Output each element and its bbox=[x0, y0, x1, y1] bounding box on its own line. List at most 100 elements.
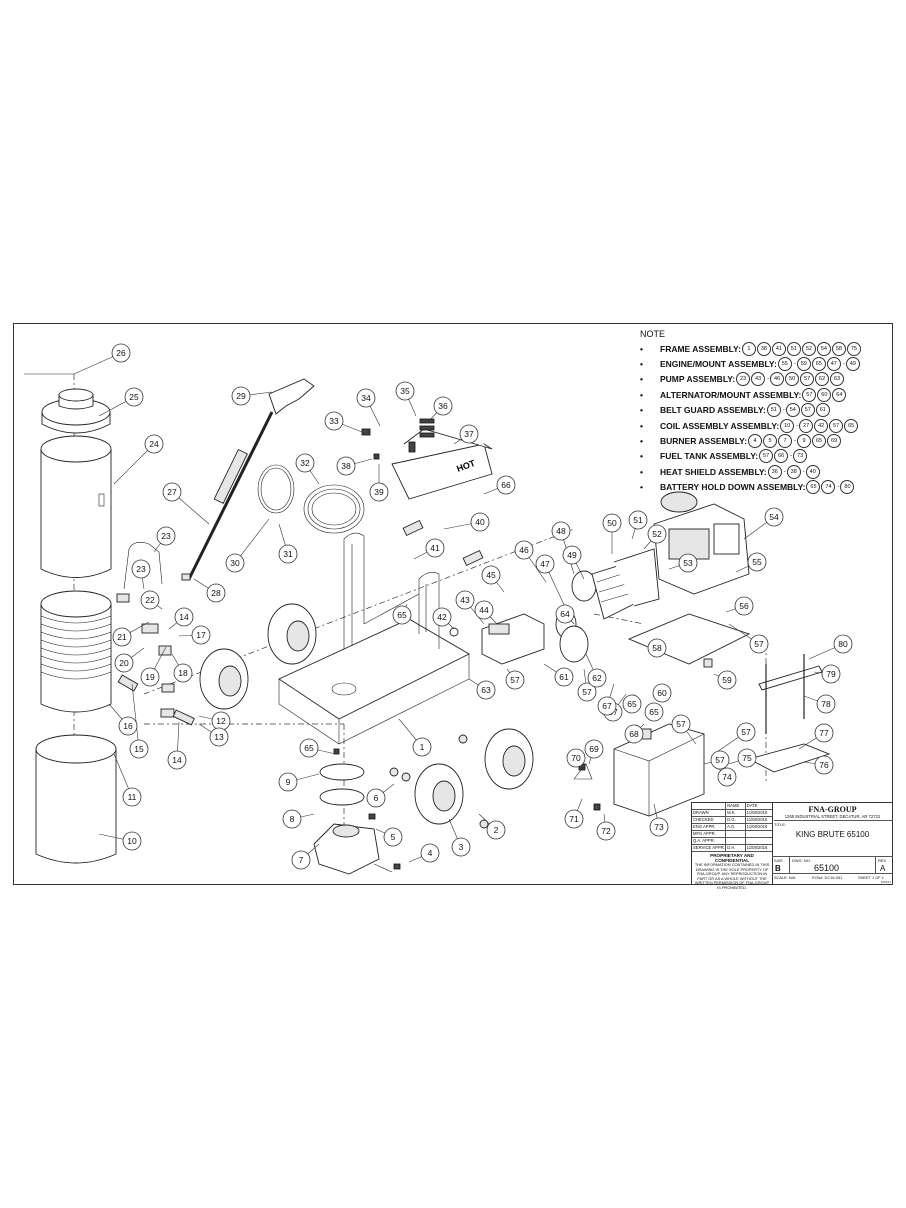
callout-balloons: 1234567891011121314141516171819202122232… bbox=[111, 343, 853, 870]
callout-number: 24 bbox=[149, 439, 159, 449]
callout-circle bbox=[814, 723, 834, 743]
burner-assembly bbox=[313, 763, 393, 875]
callout-circle bbox=[124, 387, 144, 407]
callout-circle bbox=[336, 456, 356, 476]
callout-circle bbox=[174, 607, 194, 627]
callout-number: 44 bbox=[479, 605, 489, 615]
callout-circle bbox=[278, 544, 298, 564]
callout-balloon: 16 bbox=[118, 716, 138, 736]
callout-balloon: 20 bbox=[114, 653, 134, 673]
callout-circle bbox=[206, 583, 226, 603]
callout-balloon: 5 bbox=[383, 827, 403, 847]
scale: SCALE: N/A bbox=[774, 875, 796, 880]
callout-balloon: 53 bbox=[678, 553, 698, 573]
proprietary-title: PROPRIETARY AND CONFIDENTIAL bbox=[710, 853, 754, 863]
callout-circle bbox=[225, 553, 245, 573]
callout-balloon: 77 bbox=[814, 723, 834, 743]
callout-balloon: 6 bbox=[366, 788, 386, 808]
bullet: • bbox=[640, 405, 643, 416]
assembly-name: ALTERNATOR/MOUNT ASSEMBLY: bbox=[660, 389, 802, 400]
part-number-bubble: 10 bbox=[780, 418, 795, 433]
callout-circle bbox=[596, 821, 616, 841]
callout-balloon: 30 bbox=[225, 553, 245, 573]
print-date: 6/24/17 bbox=[880, 880, 891, 884]
bullet: • bbox=[640, 374, 643, 385]
part-number-bubble: 63 bbox=[830, 372, 845, 387]
callout-number: 37 bbox=[464, 429, 474, 439]
callout-leader bbox=[131, 683, 140, 750]
callout-circle bbox=[112, 627, 132, 647]
note-title: NOTE bbox=[640, 329, 666, 339]
callout-balloon: 56 bbox=[734, 596, 754, 616]
callout-balloon: 60 bbox=[652, 683, 672, 703]
callout-number: 57 bbox=[715, 755, 725, 765]
callout-number: 74 bbox=[722, 772, 732, 782]
callout-circle bbox=[451, 837, 471, 857]
part-number-bubble: 57 bbox=[829, 418, 844, 433]
part-number-bubble: 1 bbox=[741, 341, 756, 356]
callout-number: 51 bbox=[633, 515, 643, 525]
callout-balloon: 67 bbox=[597, 696, 617, 716]
fuel-tank bbox=[613, 723, 705, 817]
callout-balloon: 1 bbox=[412, 737, 432, 757]
callout-balloon: 34 bbox=[356, 388, 376, 408]
bullet: • bbox=[640, 389, 643, 400]
callout-balloon: 25 bbox=[124, 387, 144, 407]
callout-balloon: 11 bbox=[122, 787, 142, 807]
part-number-bubble: 27 bbox=[799, 418, 814, 433]
sheet-number: SHEET 1 OF 1 bbox=[858, 875, 884, 880]
callout-leader bbox=[113, 443, 155, 485]
callout-circle bbox=[551, 521, 571, 541]
callout-circle bbox=[122, 787, 142, 807]
callout-number: 71 bbox=[569, 814, 579, 824]
approval-name: D.G. bbox=[726, 817, 746, 823]
callout-circle bbox=[392, 605, 412, 625]
callout-circle bbox=[814, 755, 834, 775]
callout-number: 14 bbox=[179, 612, 189, 622]
callout-number: 57 bbox=[741, 727, 751, 737]
exploded-parts-diagram: HOT bbox=[24, 343, 853, 875]
approval-name bbox=[726, 831, 746, 837]
callout-balloon: 10 bbox=[122, 831, 142, 851]
part-number-bubble: 54 bbox=[785, 403, 800, 418]
range-separator: - bbox=[842, 361, 845, 368]
callout-balloon: 69 bbox=[584, 739, 604, 759]
callout-number: 16 bbox=[123, 721, 133, 731]
company-address: 1265 INDUSTRIAL STREET, DECATUR, AR 7272… bbox=[784, 814, 881, 819]
callout-balloon: 57 bbox=[736, 722, 756, 742]
callout-balloon: 3 bbox=[451, 837, 471, 857]
heat-shield: HOT bbox=[391, 428, 493, 500]
callout-balloon: 49 bbox=[562, 545, 582, 565]
assembly-name: HEAT SHIELD ASSEMBLY: bbox=[660, 466, 767, 477]
approval-date: 11/08/2016 bbox=[746, 845, 768, 850]
callout-circle bbox=[122, 831, 142, 851]
callout-balloon: 38 bbox=[336, 456, 356, 476]
callout-circle bbox=[554, 667, 574, 687]
callout-balloon: 8 bbox=[282, 809, 302, 829]
part-number-bubble: 75 bbox=[846, 341, 861, 356]
bullet: • bbox=[640, 482, 643, 493]
callout-number: 57 bbox=[754, 639, 764, 649]
callout-circle bbox=[111, 343, 131, 363]
approval-role: Q.A. APPR. bbox=[692, 838, 727, 844]
callout-balloon: 61 bbox=[554, 667, 574, 687]
callout-balloon: 14 bbox=[174, 607, 194, 627]
callout-balloon: 4 bbox=[420, 843, 440, 863]
proprietary-body: THE INFORMATION CONTAINED IN THIS DRAWIN… bbox=[694, 862, 770, 890]
callout-number: 75 bbox=[742, 753, 752, 763]
approval-row: MFG APPR. bbox=[692, 831, 772, 838]
callout-balloon: 31 bbox=[278, 544, 298, 564]
callout-balloon: 65 bbox=[392, 605, 412, 625]
callout-balloon: 73 bbox=[649, 817, 669, 837]
callout-circle bbox=[481, 565, 501, 585]
callout-number: 30 bbox=[230, 558, 240, 568]
